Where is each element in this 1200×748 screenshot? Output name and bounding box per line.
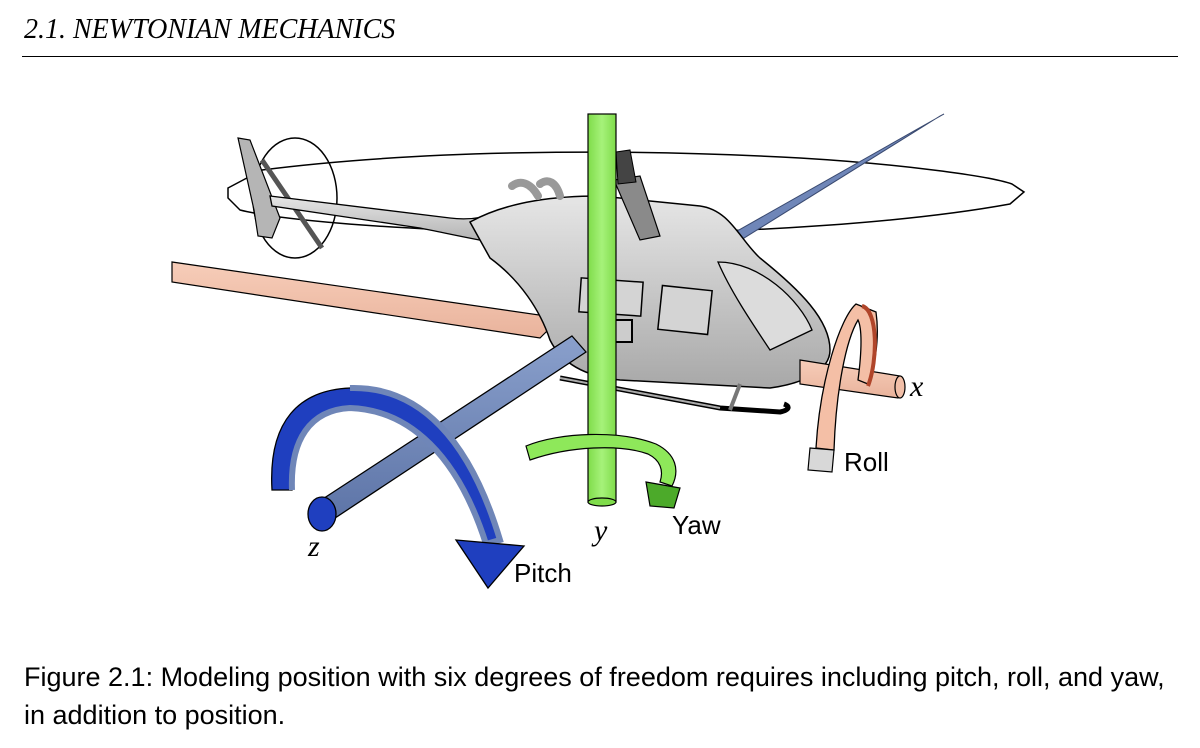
header-rule (22, 56, 1178, 57)
main-rotor-disk (227, 151, 1026, 235)
tail-fin (237, 137, 281, 239)
yaw-label: Yaw (672, 510, 721, 540)
pitch-label: Pitch (514, 558, 572, 588)
yaw-arrow (525, 433, 677, 487)
pitch-arrow-tip (454, 539, 526, 590)
z-axis-label: z (307, 530, 320, 563)
window-door (657, 284, 713, 336)
landing-skid (559, 375, 791, 415)
z-axis-end (307, 496, 337, 532)
x-axis-label: x (909, 370, 924, 403)
z-axis-rod (311, 335, 587, 525)
running-head: 2.1. NEWTONIAN MECHANICS (24, 14, 396, 45)
windshield (717, 261, 813, 351)
y-axis-label: y (591, 514, 608, 547)
figure-caption: Figure 2.1: Modeling position with six d… (24, 662, 1165, 730)
x-axis-rod-back (171, 261, 562, 339)
roll-label: Roll (844, 447, 889, 477)
yaw-arrow-tip (645, 481, 681, 509)
roll-arrow-tip (807, 447, 835, 473)
exhaust-pipes (508, 177, 564, 200)
figure-helicopter-axes: x y z Pitch Yaw Roll (171, 113, 1026, 590)
x-axis-rod-front (799, 359, 901, 399)
